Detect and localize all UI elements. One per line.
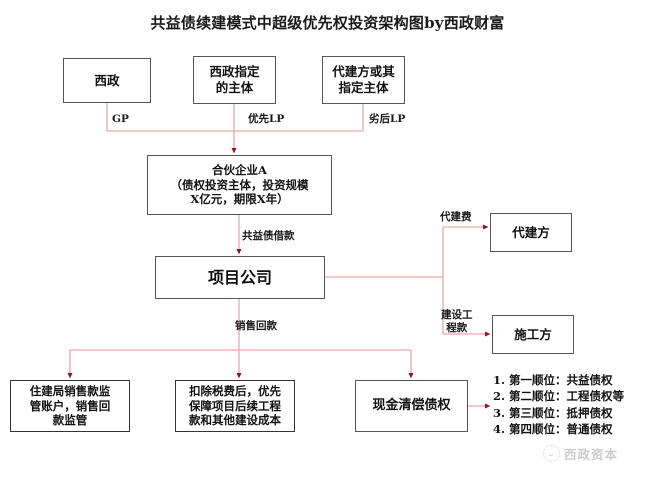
node-partnership-a-label: 合伙企业A （债权投资主体，投资规模 X亿元，期限X年） <box>170 163 309 207</box>
node-tax-priority-label: 扣除税费后，优先 保障项目后续工程 款和其他建设成本 <box>189 384 281 428</box>
node-agent-builder: 代建方 <box>490 213 572 252</box>
node-cash-repayment-label: 现金清偿债权 <box>372 397 451 413</box>
node-partnership-a: 合伙企业A （债权投资主体，投资规模 X亿元，期限X年） <box>147 155 332 215</box>
watermark-label: 西政资本 <box>564 447 619 462</box>
priority-item-3: 3. 第三顺位：抵押债权 <box>493 405 613 420</box>
edge-label-subordinate-lp: 劣后LP <box>369 113 406 125</box>
node-contractor-label: 施工方 <box>514 326 552 342</box>
watermark: 西政资本 <box>543 444 618 463</box>
node-designated-entity-label: 西政指定 的主体 <box>209 64 260 95</box>
node-tax-priority: 扣除税费后，优先 保障项目后续工程 款和其他建设成本 <box>175 380 295 432</box>
priority-item-1: 1. 第一顺位：共益债权 <box>493 373 613 387</box>
priority-list: 1. 第一顺位：共益债权 2. 第二顺位：工程债权等 3. 第三顺位：抵押债权 … <box>493 372 653 437</box>
node-supervision-account-label: 住建局销售款监 管账户，销售回 款监管 <box>29 384 111 428</box>
node-contractor: 施工方 <box>492 315 574 354</box>
node-xizheng: 西政 <box>63 58 151 103</box>
edge-label-construction-fee: 建设工 程款 <box>441 309 473 334</box>
node-agent-builder-label: 代建方 <box>512 224 550 240</box>
node-builder-entity-label: 代建方或其 指定主体 <box>332 64 395 95</box>
edge-label-agency-fee: 代建费 <box>440 211 472 223</box>
node-builder-entity: 代建方或其 指定主体 <box>322 56 405 104</box>
node-project-company: 项目公司 <box>155 256 325 299</box>
node-xizheng-label: 西政 <box>94 72 120 88</box>
smiley-circle-icon <box>543 445 560 462</box>
node-supervision-account: 住建局销售款监 管账户，销售回 款监管 <box>10 380 130 432</box>
edge-label-priority-lp: 优先LP <box>248 113 285 125</box>
edge-label-public-benefit-loan: 共益债借款 <box>242 230 295 242</box>
edge-label-gp: GP <box>112 113 129 125</box>
node-cash-repayment: 现金清偿债权 <box>355 380 468 432</box>
priority-item-2: 2. 第二顺位：工程债权等 <box>493 389 625 404</box>
page-title: 共益债续建模式中超级优先权投资架构图by西政财富 <box>150 14 505 32</box>
node-designated-entity: 西政指定 的主体 <box>193 56 276 104</box>
priority-item-4: 4. 第四顺位：普通债权 <box>493 421 613 436</box>
node-project-company-label: 项目公司 <box>207 267 272 287</box>
edge-label-sales-proceeds: 销售回款 <box>235 320 277 332</box>
